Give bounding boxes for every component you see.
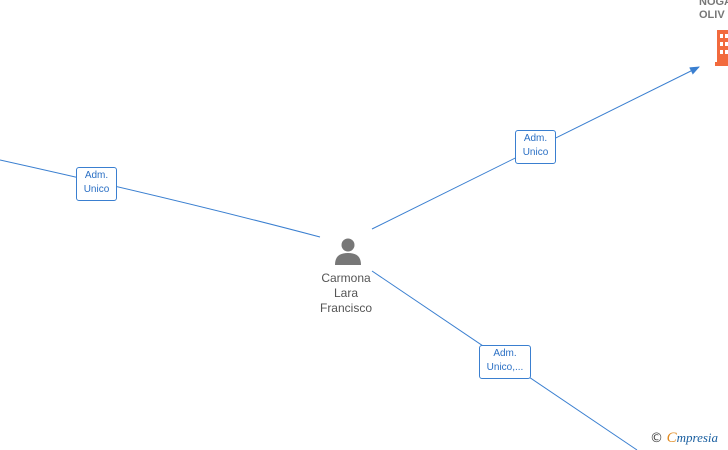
brand-initial: C <box>666 430 677 446</box>
edge-label-bottom-right[interactable]: Adm. Unico,... <box>479 345 531 379</box>
company-name-line: NOGA <box>699 0 728 8</box>
edge-label-line: Adm. <box>493 348 517 359</box>
edge-label-line: Adm. <box>523 133 548 144</box>
person-name-line: Lara <box>333 286 359 300</box>
brand-name: mpresia <box>676 430 719 445</box>
edge-label-top-right[interactable]: Adm. Unico <box>515 130 556 164</box>
edge-label-line: Unico <box>522 147 549 158</box>
edge-left[interactable] <box>0 159 321 238</box>
edge-label-line: Adm. <box>84 170 109 181</box>
person-icon[interactable] <box>333 236 363 266</box>
edge-label-line: Unico,... <box>486 362 524 373</box>
watermark: © Cmpresia <box>650 429 718 447</box>
person-name-line: Francisco <box>319 301 372 315</box>
copyright-symbol: © <box>650 431 663 446</box>
edge-label-left[interactable]: Adm. Unico <box>76 167 117 201</box>
person-name[interactable]: Carmona Lara Francisco <box>306 271 386 316</box>
building-icon[interactable] <box>715 30 728 66</box>
company-name-line: OLIV <box>699 9 725 21</box>
company-name[interactable]: NOGA OLIV <box>699 0 728 22</box>
person-name-line: Carmona <box>321 271 371 285</box>
edge-label-line: Unico <box>83 184 110 195</box>
